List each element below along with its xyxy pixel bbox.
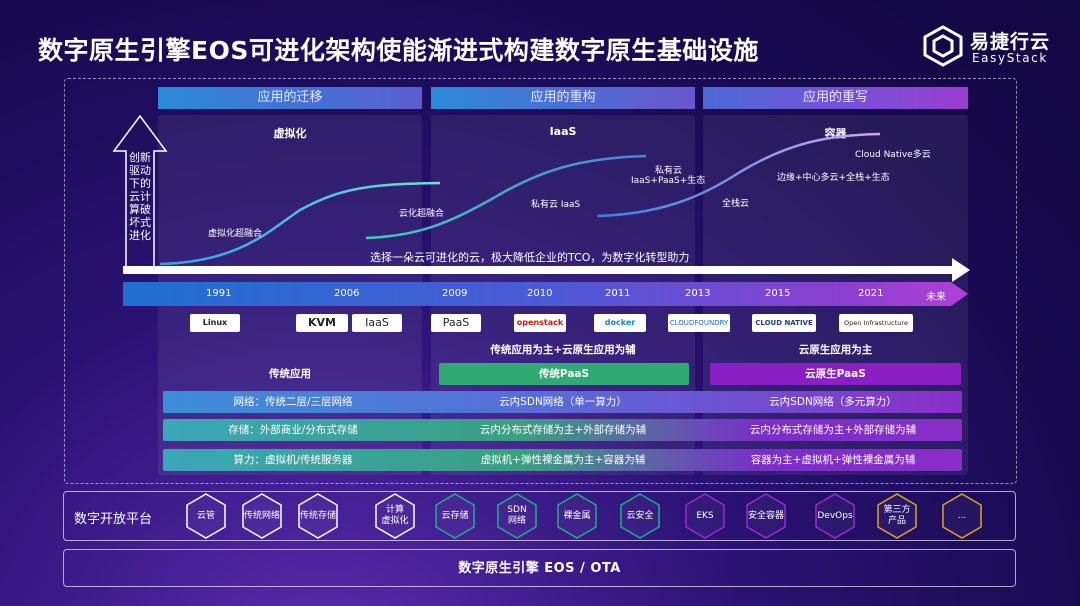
platform-item-label: 裸金属 — [563, 510, 591, 521]
row-storage-mid: 云内分布式存储为主+外部存储为辅 — [479, 424, 647, 436]
platform-item: 计算虚拟化 — [374, 493, 416, 539]
platform-item: 云安全 — [619, 493, 661, 539]
platform-label: 数字开放平台 — [74, 512, 153, 527]
row-network-legacy: 网络：传统二层/三层网络 — [233, 396, 353, 408]
year-2009: 2009 — [442, 288, 468, 299]
badge-cloudfoundry: CLOUDFOUNDRY — [668, 314, 730, 332]
row-network: 网络：传统二层/三层网络 云内SDN网络（单一算力） 云内SDN网络（多元算力） — [163, 391, 962, 413]
badge-linux: Linux — [190, 314, 240, 332]
platform-item-label: 云存储 — [441, 510, 469, 521]
row-storage-future: 云内分布式存储为主+外部存储为辅 — [749, 424, 917, 436]
badge-open-infra: Open Infrastructure — [839, 314, 913, 332]
row-network-mid: 云内SDN网络（单一算力） — [499, 396, 627, 408]
innovation-text: 创新驱动下的云计算破坏式进化 — [129, 151, 151, 242]
platform-item: DevOps — [814, 493, 856, 539]
label-cloud-native-paas: 云原生PaaS — [710, 363, 961, 385]
year-2021: 2021 — [858, 288, 884, 299]
curve-container — [596, 132, 881, 218]
innovation-arrow: 创新驱动下的云计算破坏式进化 — [112, 114, 168, 271]
evolution-frame — [64, 78, 1017, 484]
platform-item-label: 传统网络 — [243, 510, 280, 521]
platform-item-label: DevOps — [817, 510, 853, 521]
label-virtual-hci: 虚拟化超融合 — [208, 229, 263, 239]
eos-engine-bar: 数字原生引擎 EOS / OTA — [63, 549, 1016, 587]
phase-migration: 应用的迁移 — [158, 87, 422, 109]
label-edge-multicloud: 边缘+中心多云+全栈+生态 — [777, 173, 890, 183]
row-compute-legacy: 算力：虚拟机/传统服务器 — [233, 454, 353, 466]
platform-item: 第三方产品 — [876, 493, 918, 539]
label-traditional-app: 传统应用 — [269, 368, 311, 380]
platform-item-label: 安全容器 — [747, 510, 784, 521]
platform-item: 传统存储 — [297, 493, 339, 539]
curve-virtualization — [159, 181, 441, 266]
year-2011: 2011 — [605, 288, 631, 299]
arrow-caption: 选择一朵云可进化的云，极大降低企业的TCO，为数字化转型助力 — [370, 251, 690, 264]
badge-openstack: openstack — [514, 314, 566, 332]
platform-item-label: EKS — [696, 510, 714, 521]
platform-item-label: 传统存储 — [299, 510, 336, 521]
badge-kvm: KVM — [296, 314, 348, 332]
right-app-header: 云原生应用为主 — [798, 344, 873, 356]
label-fullstack: 全栈云 — [722, 199, 750, 209]
label-cloud-hci: 云化超融合 — [399, 209, 445, 219]
row-storage: 存储：外部商业/分布式存储 云内分布式存储为主+外部存储为辅 云内分布式存储为主… — [163, 419, 962, 441]
page-title: 数字原生引擎EOS可进化架构使能渐进式构建数字原生基础设施 — [38, 36, 759, 65]
timeline-band — [123, 282, 968, 306]
row-compute: 算力：虚拟机/传统服务器 虚拟机+弹性裸金属为主+容器为辅 容器为主+虚拟机+弹… — [163, 449, 962, 471]
row-storage-legacy: 存储：外部商业/分布式存储 — [228, 424, 358, 436]
platform-item-label: 云管 — [196, 510, 215, 521]
label-traditional-paas: 传统PaaS — [439, 363, 689, 385]
year-2013: 2013 — [685, 288, 711, 299]
platform-item: ... — [941, 493, 983, 539]
panel-title-virtualization: 虚拟化 — [273, 127, 307, 140]
platform-item-label: 第三方产品 — [883, 505, 911, 526]
platform-item: 安全容器 — [745, 493, 787, 539]
label-private-iaas: 私有云 IaaS — [531, 200, 581, 210]
year-2015: 2015 — [765, 288, 791, 299]
year-future: 未来 — [926, 292, 946, 303]
platform-item-label: ... — [957, 510, 967, 521]
badge-docker: docker — [594, 314, 646, 332]
logo-name-en: EasyStack — [972, 51, 1048, 65]
panel-title-iaas: IaaS — [549, 125, 577, 138]
year-2006: 2006 — [334, 288, 360, 299]
easystack-logo: 易捷行云 EasyStack — [920, 24, 1060, 68]
phase-refactor: 应用的重构 — [431, 87, 695, 109]
platform-item-label: 计算虚拟化 — [381, 505, 409, 526]
row-compute-future: 容器为主+虚拟机+弹性裸金属为辅 — [750, 454, 916, 466]
platform-item: 裸金属 — [556, 493, 598, 539]
logo-name-cn: 易捷行云 — [970, 31, 1051, 53]
year-1991: 1991 — [206, 288, 232, 299]
label-cloud-native: Cloud Native多云 — [855, 150, 931, 160]
badge-paas: PaaS — [431, 314, 481, 332]
platform-item: 云管 — [185, 493, 227, 539]
row-compute-mid: 虚拟机+弹性裸金属为主+容器为辅 — [480, 454, 646, 466]
platform-item: 传统网络 — [241, 493, 283, 539]
logo-hexagon-icon — [923, 25, 963, 67]
middle-app-header: 传统应用为主+云原生应用为辅 — [490, 344, 636, 356]
phase-rewrite: 应用的重写 — [703, 87, 968, 109]
curve-iaas — [365, 154, 647, 240]
badge-iaas: IaaS — [352, 314, 402, 332]
label-iaas-paas-eco: IaaS+PaaS+生态 — [631, 176, 706, 186]
badge-cloudnative: CLOUD NATIVE — [752, 314, 816, 332]
platform-item-label: 云安全 — [626, 510, 654, 521]
progress-arrow — [123, 258, 970, 282]
platform-item: 云存储 — [434, 493, 476, 539]
year-2010: 2010 — [527, 288, 553, 299]
platform-item: EKS — [684, 493, 726, 539]
label-private-cloud: 私有云 — [655, 166, 683, 176]
row-network-future: 云内SDN网络（多元算力） — [769, 396, 897, 408]
